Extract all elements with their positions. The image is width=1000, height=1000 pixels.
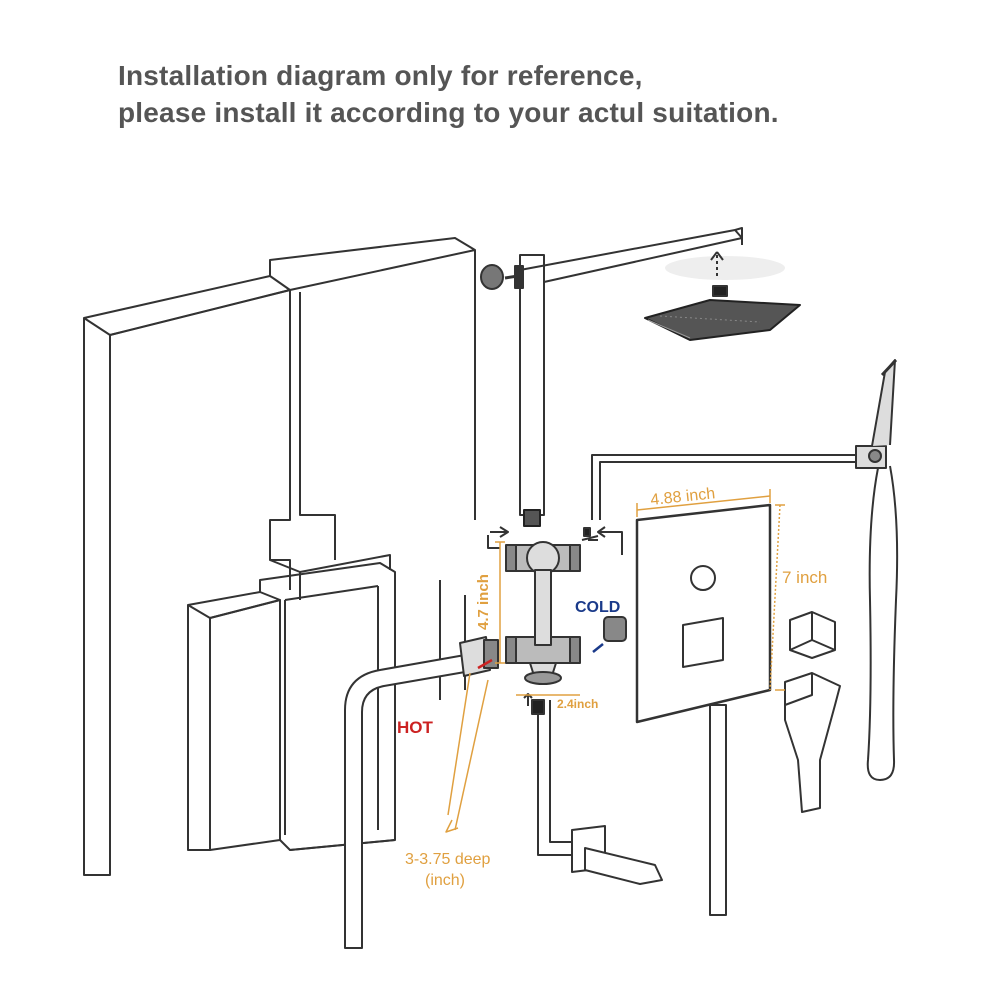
shower-riser [480,227,743,527]
label-panel-height: 7 inch [782,568,827,587]
mixing-valve [487,526,623,685]
handshower-supply [591,358,899,781]
hot-supply-pipe [344,636,499,949]
dimension-lines [495,489,785,696]
wall-framing [83,237,476,876]
label-panel-width: 4.88 inch [650,485,716,509]
cold-arrow [592,643,604,653]
label-cold: COLD [575,599,620,616]
tub-spout-pipe [523,693,663,885]
title-line-2: please install it according to your actu… [118,97,779,128]
cold-inlet [603,616,627,642]
label-hot: HOT [397,718,434,737]
label-depth: 3-3.75 deep [405,851,491,868]
title-line-1: Installation diagram only for reference, [118,60,643,91]
label-valve-width: 2.4inch [557,697,598,711]
valve-handles [784,611,841,813]
trim-plate [635,503,772,916]
hot-arrow [477,658,493,670]
rain-shower-head [644,251,801,341]
label-depth-unit: (inch) [425,872,465,889]
label-valve-height: 4.7 inch [475,574,492,630]
depth-leaders [445,672,489,833]
